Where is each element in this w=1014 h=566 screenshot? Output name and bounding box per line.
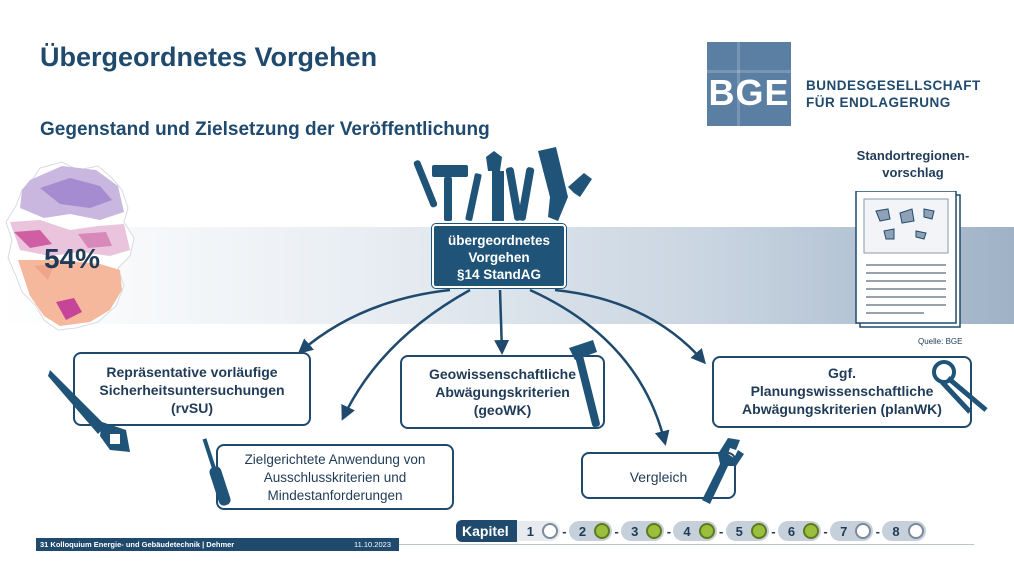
chapter-status-dot-icon [855, 523, 872, 539]
document-label: Standortregionen- vorschlag [840, 147, 986, 181]
chapter-navigation: Kapitel 1-2-3-4-5-6-7-8 [456, 520, 926, 542]
chapter-separator: - [875, 523, 880, 539]
chapter-number: 1 [526, 523, 534, 539]
chapter-nav-label: Kapitel [456, 520, 517, 542]
footer-divider [399, 544, 974, 545]
pliers-icon [932, 360, 988, 414]
footer-text: 31 Kolloquium Energie- und Gebäudetechni… [40, 540, 235, 549]
logo-org-name: BUNDESGESELLSCHAFT FÜR ENDLAGERUNG [806, 77, 981, 111]
chapter-item-7[interactable]: 7 [830, 521, 874, 541]
chapter-separator: - [771, 523, 776, 539]
chapter-separator: - [666, 523, 672, 539]
geowk-line1: Geowissenschaftliche [428, 366, 577, 382]
chapter-number: 7 [840, 523, 848, 539]
rvsu-line2: Sicherheitsuntersuchungen [99, 382, 285, 398]
chapter-item-5[interactable]: 5 [725, 521, 769, 541]
document-label-line2: vorschlag [882, 165, 944, 180]
chapter-number: 8 [892, 523, 900, 539]
geowk-line2: Abwägungskriterien [435, 384, 570, 400]
wrench-icon [702, 438, 744, 504]
chapter-item-6[interactable]: 6 [777, 521, 822, 541]
geowk-line3: (geoWK) [473, 402, 532, 418]
logo-abbr: BGE [708, 72, 790, 113]
chapter-separator: - [562, 523, 567, 539]
vergleich-label: Vergleich [629, 469, 688, 485]
ausschluss-box: Zielgerichtete Anwendung von Ausschlussk… [216, 444, 454, 510]
chapter-number: 5 [735, 523, 743, 539]
chapter-number: 4 [683, 523, 691, 539]
logo-org-line1: BUNDESGESELLSCHAFT [806, 78, 981, 93]
geowk-box: Geowissenschaftliche Abwägungskriterien … [400, 355, 605, 429]
central-line3: §14 StandAG [456, 267, 542, 282]
bge-logo: BGE [707, 42, 791, 126]
chapter-item-1[interactable]: 1 [516, 521, 560, 541]
chapter-status-dot-icon [750, 523, 767, 539]
rvsu-line1: Repräsentative vorläufige [106, 364, 278, 380]
planwk-line1: Ggf. [828, 365, 856, 381]
central-line2: Vorgehen [468, 250, 530, 265]
tools-illustration-icon [413, 147, 592, 221]
footer-bar: 31 Kolloquium Energie- und Gebäudetechni… [36, 538, 399, 551]
chapter-number: 6 [787, 523, 796, 539]
chapter-status-dot-icon [541, 523, 558, 539]
germany-map-image [5, 161, 135, 331]
ausschluss-line3: Mindestanforderungen [267, 488, 403, 503]
chapter-status-dot-icon [594, 523, 611, 539]
chapter-item-3[interactable]: 3 [621, 521, 665, 541]
central-approach-box: übergeordnetes Vorgehen §14 StandAG [431, 223, 567, 289]
chapter-number: 2 [578, 523, 587, 539]
document-label-line1: Standortregionen- [856, 148, 970, 163]
chapter-separator: - [614, 523, 619, 539]
rvsu-line3: (rvSU) [170, 400, 213, 416]
hammer-icon [569, 340, 600, 428]
chapter-separator: - [718, 523, 724, 539]
saw-icon [48, 370, 130, 452]
central-line1: übergeordnetes [447, 233, 551, 248]
page-title: Übergeordnetes Vorgehen [40, 42, 378, 72]
chapter-status-dot-icon [698, 523, 715, 539]
ausschluss-line2: Ausschlusskriterien und [263, 470, 407, 485]
map-percentage: 54% [44, 243, 101, 274]
document-icon [855, 191, 961, 328]
planwk-line2: Planungswissenschaftliche [750, 383, 934, 399]
rvsu-box: Repräsentative vorläufige Sicherheitsunt… [73, 352, 311, 426]
chapter-item-4[interactable]: 4 [673, 521, 717, 541]
chapter-status-dot-icon [646, 523, 663, 539]
screwdriver-icon [202, 438, 231, 506]
source-note: Quelle: BGE [918, 337, 963, 346]
chapter-item-2[interactable]: 2 [568, 521, 613, 541]
chapter-status-dot-icon [907, 523, 924, 539]
chapter-number: 3 [631, 523, 639, 539]
logo-org-line2: FÜR ENDLAGERUNG [806, 95, 951, 110]
chapter-status-dot-icon [803, 523, 820, 539]
footer-date: 11.10.2023 [354, 540, 391, 549]
chapter-separator: - [823, 523, 828, 539]
planwk-line3: Abwägungskriterien (planWK) [742, 401, 942, 417]
planwk-box: Ggf. Planungswissenschaftliche Abwägungs… [712, 356, 972, 428]
page-subtitle: Gegenstand und Zielsetzung der Veröffent… [40, 119, 490, 140]
ausschluss-line1: Zielgerichtete Anwendung von [244, 452, 426, 467]
chapter-item-8[interactable]: 8 [882, 521, 926, 541]
